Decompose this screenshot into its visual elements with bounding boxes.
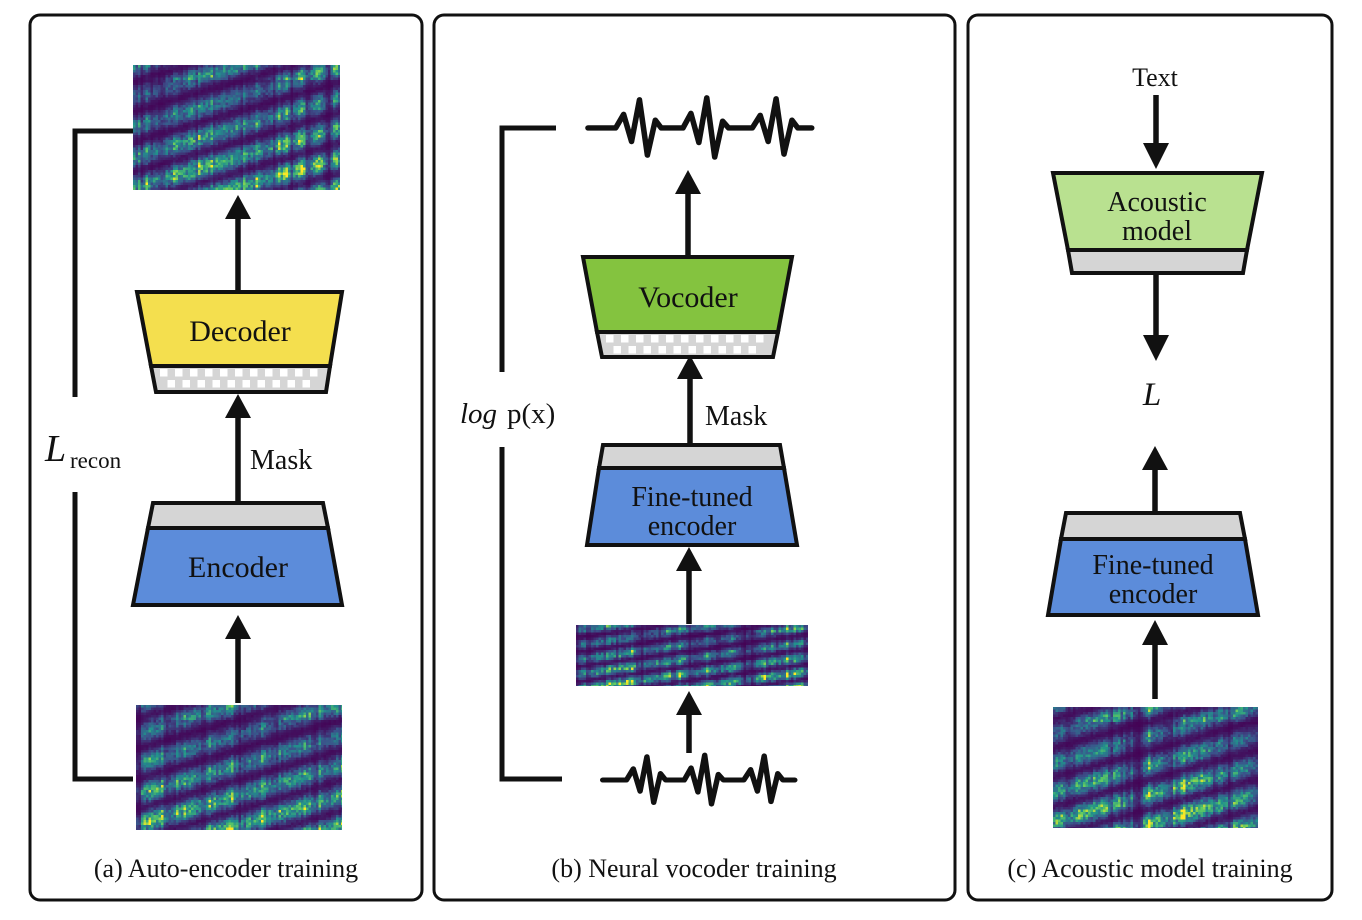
acoustic-label-line1: Acoustic <box>1107 187 1207 218</box>
recon-loss-label-sub: recon <box>70 448 122 473</box>
finetuned-encoder-label-line2: encoder <box>1109 579 1198 610</box>
finetuned-encoder-block-c: Fine-tuned encoder <box>1045 511 1261 617</box>
waveform-icon <box>599 752 798 807</box>
spectrogram-to-encoder-arrow-c <box>1142 620 1168 699</box>
finetuned-encoder-label-line2: encoder <box>648 511 737 542</box>
decoder-to-spectrogram-arrow <box>225 195 251 292</box>
vocoder-block: Vocoder <box>580 255 795 359</box>
encoder-up-arrow-c <box>1142 446 1168 512</box>
encoder-body <box>1045 537 1261 617</box>
vocoder-to-waveform-arrow <box>675 170 701 256</box>
checker-pattern <box>606 335 764 354</box>
encoder-body <box>130 526 345 607</box>
text-input-label: Text <box>1132 63 1179 92</box>
likelihood-label-px: p(x) <box>507 398 555 430</box>
finetuned-encoder-block-b: Fine-tuned encoder <box>584 443 800 547</box>
waveform-to-spectrogram-arrow <box>676 691 702 753</box>
encoder-feature-strip <box>596 443 787 470</box>
decoder-block: Decoder <box>134 290 345 394</box>
panel-a-frame <box>28 13 424 902</box>
mask-label-a: Mask <box>250 445 312 476</box>
recon-loss-bracket <box>72 128 133 782</box>
encoder-block-a: Encoder <box>130 501 345 607</box>
spectrogram-image <box>133 65 340 190</box>
encoder-feature-strip <box>145 501 331 530</box>
encoder-body <box>584 466 800 547</box>
waveform-icon <box>585 95 815 160</box>
encoder-label: Encoder <box>188 551 288 584</box>
decoder-label: Decoder <box>189 315 291 348</box>
panel-a-caption: (a) Auto-encoder training <box>94 854 358 883</box>
acoustic-label-line2: model <box>1122 216 1192 247</box>
acoustic-feature-strip <box>1065 248 1250 275</box>
panel-c-caption: (c) Acoustic model training <box>1007 854 1292 883</box>
panel-b-frame <box>432 13 957 902</box>
recon-loss-label-base: L <box>44 428 66 470</box>
mask-arrow-b <box>677 355 703 444</box>
spectrogram-to-encoder-arrow-b <box>676 547 702 624</box>
finetuned-encoder-label-line1: Fine-tuned <box>1092 550 1213 581</box>
finetuned-encoder-label-line1: Fine-tuned <box>631 482 752 513</box>
spectrogram-to-encoder-arrow-a <box>225 615 251 703</box>
likelihood-loss-bracket <box>499 125 562 782</box>
likelihood-label-log: log <box>460 398 497 430</box>
checker-pattern <box>160 369 318 388</box>
mask-arrow-a <box>225 394 251 502</box>
acoustic-model-block: Acoustic model <box>1050 171 1265 275</box>
panel-b-caption: (b) Neural vocoder training <box>551 854 836 883</box>
text-to-acoustic-arrow <box>1143 95 1169 169</box>
loss-label-c: L <box>1142 377 1161 413</box>
acoustic-to-loss-arrow <box>1143 274 1169 361</box>
spectrogram-image <box>136 705 342 830</box>
encoder-feature-strip <box>1058 511 1248 541</box>
spectrogram-image <box>1053 707 1258 828</box>
vocoder-label: Vocoder <box>638 281 737 314</box>
mask-label-b: Mask <box>705 401 767 432</box>
panel-c-frame <box>966 13 1334 902</box>
spectrogram-image <box>576 625 808 686</box>
